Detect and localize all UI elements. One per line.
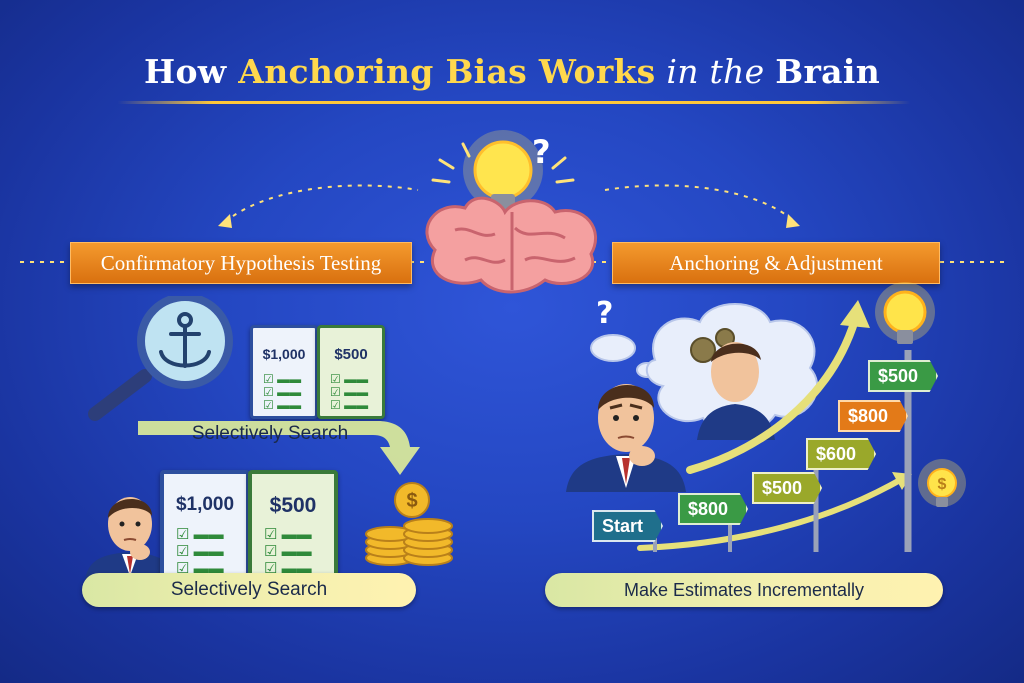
page-title: How Anchoring Bias Works in the Brain [0, 52, 1024, 91]
magnifier-anchor-icon [88, 296, 233, 421]
sign-600: $600 [806, 438, 877, 470]
pill-top-label: Selectively Search [191, 423, 349, 444]
brain-bulb-icon [425, 130, 598, 294]
checklist-icon: ☑ ▬▬☑ ▬▬☑ ▬▬ [264, 526, 312, 577]
clipboard-value: $1,000 [262, 346, 306, 362]
title-part-3: in the [655, 52, 776, 91]
clipboard-500-large: $500 ☑ ▬▬☑ ▬▬☑ ▬▬ [248, 470, 338, 582]
lightbulb-small-icon: $ [918, 459, 966, 507]
arrow-left-head [218, 214, 232, 228]
sign-800-b: $800 [838, 400, 909, 432]
lightbulb-icon [875, 282, 935, 344]
clipboard-value: $500 [269, 494, 317, 517]
thinking-man-icon [566, 384, 686, 492]
sign-800-a: $800 [678, 493, 749, 525]
clipboard-1000-large: $1,000 ☑ ▬▬☑ ▬▬☑ ▬▬ [160, 470, 250, 582]
arrow-right-head [786, 214, 800, 228]
clipboard-value: $500 [334, 346, 368, 363]
clipboard-1000-small: $1,000 ☑ ▬▬☑ ▬▬☑ ▬▬ [250, 325, 318, 419]
title-highlight: Anchoring Bias Works [238, 52, 656, 91]
question-mark: ? [532, 133, 551, 171]
pill-bottom: Selectively Search [82, 573, 416, 607]
checklist-icon: ☑ ▬▬☑ ▬▬☑ ▬▬ [176, 526, 224, 577]
question-mark: ? [596, 296, 614, 331]
coins-icon: $ [365, 482, 453, 566]
title-part-4: Brain [775, 52, 880, 91]
sign-500-a: $500 [752, 472, 823, 504]
title-part-1: How [144, 52, 239, 91]
pill-right: Make Estimates Incrementally [545, 573, 943, 607]
sign-500-b: $500 [868, 360, 939, 392]
clipboard-500-small: $500 ☑ ▬▬☑ ▬▬☑ ▬▬ [317, 325, 385, 419]
left-banner: Confirmatory Hypothesis Testing [70, 242, 412, 284]
checklist-icon: ☑ ▬▬☑ ▬▬☑ ▬▬ [330, 372, 369, 412]
title-underline [118, 101, 910, 104]
svg-text:$: $ [938, 476, 947, 493]
thought-cloud-icon [590, 303, 819, 440]
checklist-icon: ☑ ▬▬☑ ▬▬☑ ▬▬ [263, 372, 302, 412]
right-banner: Anchoring & Adjustment [612, 242, 940, 284]
svg-text:$: $ [406, 490, 417, 512]
sign-start: Start [592, 510, 664, 542]
clipboard-value: $1,000 [175, 494, 235, 515]
search-arrow-icon [138, 421, 420, 475]
